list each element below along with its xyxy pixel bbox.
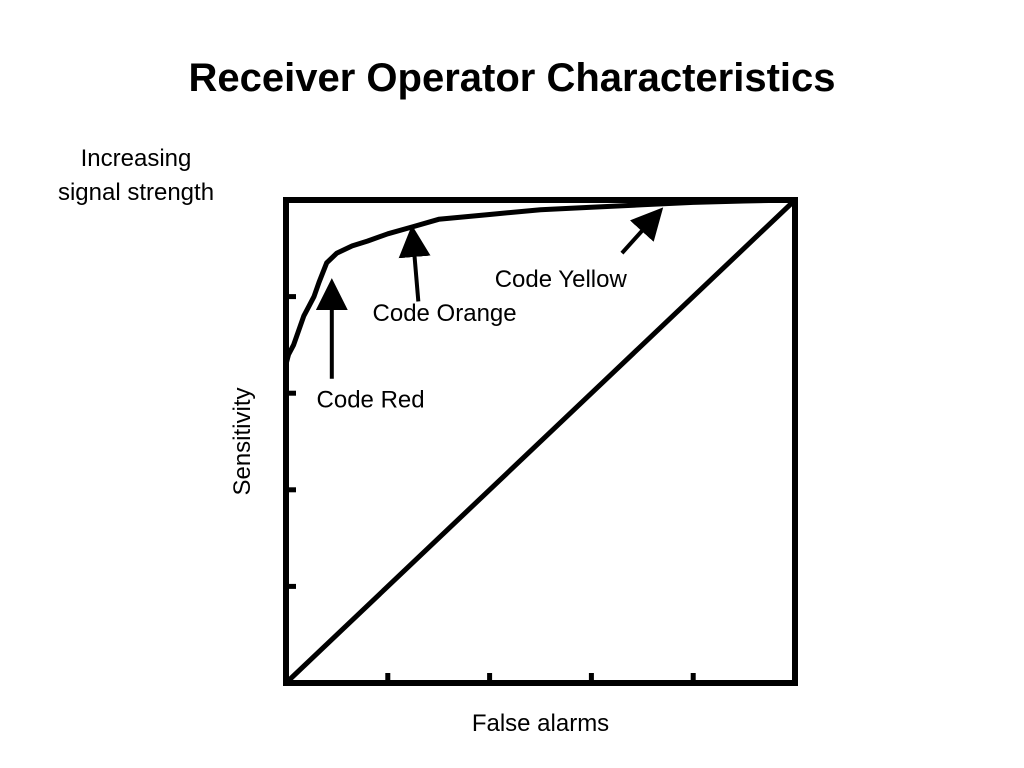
slide-title: Receiver Operator Characteristics	[188, 56, 836, 100]
code-orange-label: Code Orange	[373, 300, 517, 327]
code-yellow-label: Code Yellow	[495, 266, 628, 293]
code-orange-arrow	[398, 225, 431, 302]
series-layer	[283, 197, 798, 686]
y-axis-label: Sensitivity	[229, 387, 256, 495]
code-red-label: Code Red	[317, 387, 425, 414]
chance-diagonal	[283, 197, 798, 686]
x-axis-label: False alarms	[472, 710, 609, 737]
roc-curve	[283, 197, 798, 367]
plot-frame	[283, 197, 798, 686]
annotation-layer: Code Red Code Orange Code Yellow	[315, 207, 664, 414]
code-yellow-arrow	[620, 207, 664, 255]
side-note: Increasing signal strength	[57, 145, 215, 206]
